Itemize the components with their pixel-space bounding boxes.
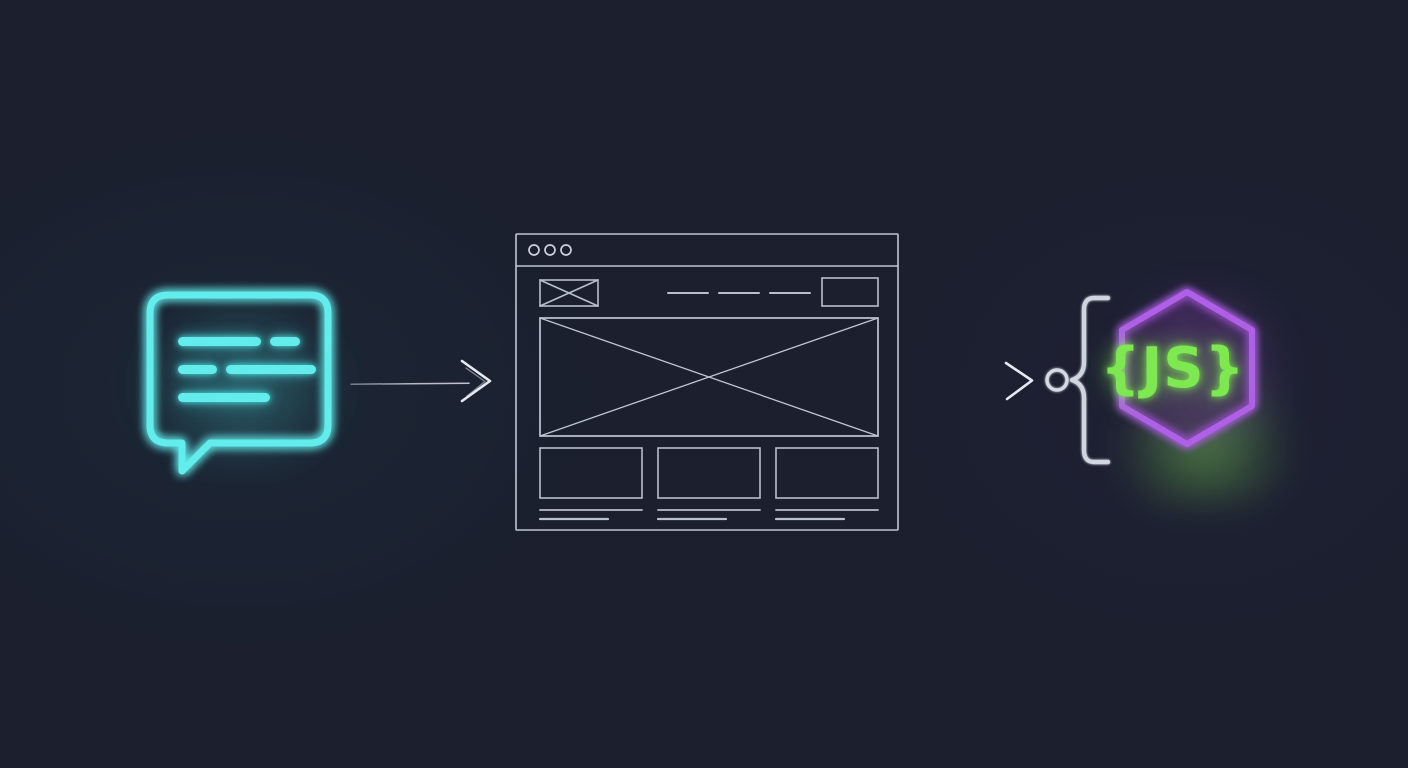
arrow-wireframe-to-javascript bbox=[908, 352, 1043, 410]
bubble-text-line-1b bbox=[270, 337, 300, 346]
card-2-image bbox=[657, 447, 761, 499]
speech-bubble-glow bbox=[132, 289, 352, 464]
logo-x-line-2 bbox=[539, 279, 599, 307]
maximize-dot bbox=[560, 244, 572, 256]
javascript-output-badge[interactable] bbox=[1040, 280, 1300, 502]
bubble-text-line-1a bbox=[178, 337, 261, 346]
arrow-prompt-to-wireframe bbox=[345, 352, 500, 410]
close-dot bbox=[528, 244, 540, 256]
cta-button bbox=[821, 277, 879, 307]
minimize-dot bbox=[544, 244, 556, 256]
hexagon-outline-icon bbox=[1119, 289, 1255, 447]
bubble-text-line-2b bbox=[226, 365, 316, 374]
curly-brace-left-icon bbox=[1069, 295, 1111, 465]
bubble-text-line-3a bbox=[178, 393, 270, 402]
card-3-image bbox=[775, 447, 879, 499]
hero-image-placeholder bbox=[539, 317, 879, 437]
card-1-image bbox=[539, 447, 643, 499]
window-frame bbox=[515, 233, 899, 531]
browser-wireframe-mockup[interactable] bbox=[512, 228, 904, 538]
hero-x-line-2 bbox=[539, 317, 879, 437]
speech-bubble-icon bbox=[146, 291, 332, 475]
bubble-text-line-2a bbox=[178, 365, 217, 374]
logo-placeholder-box bbox=[539, 279, 599, 307]
prompt-speech-bubble[interactable] bbox=[110, 275, 380, 495]
